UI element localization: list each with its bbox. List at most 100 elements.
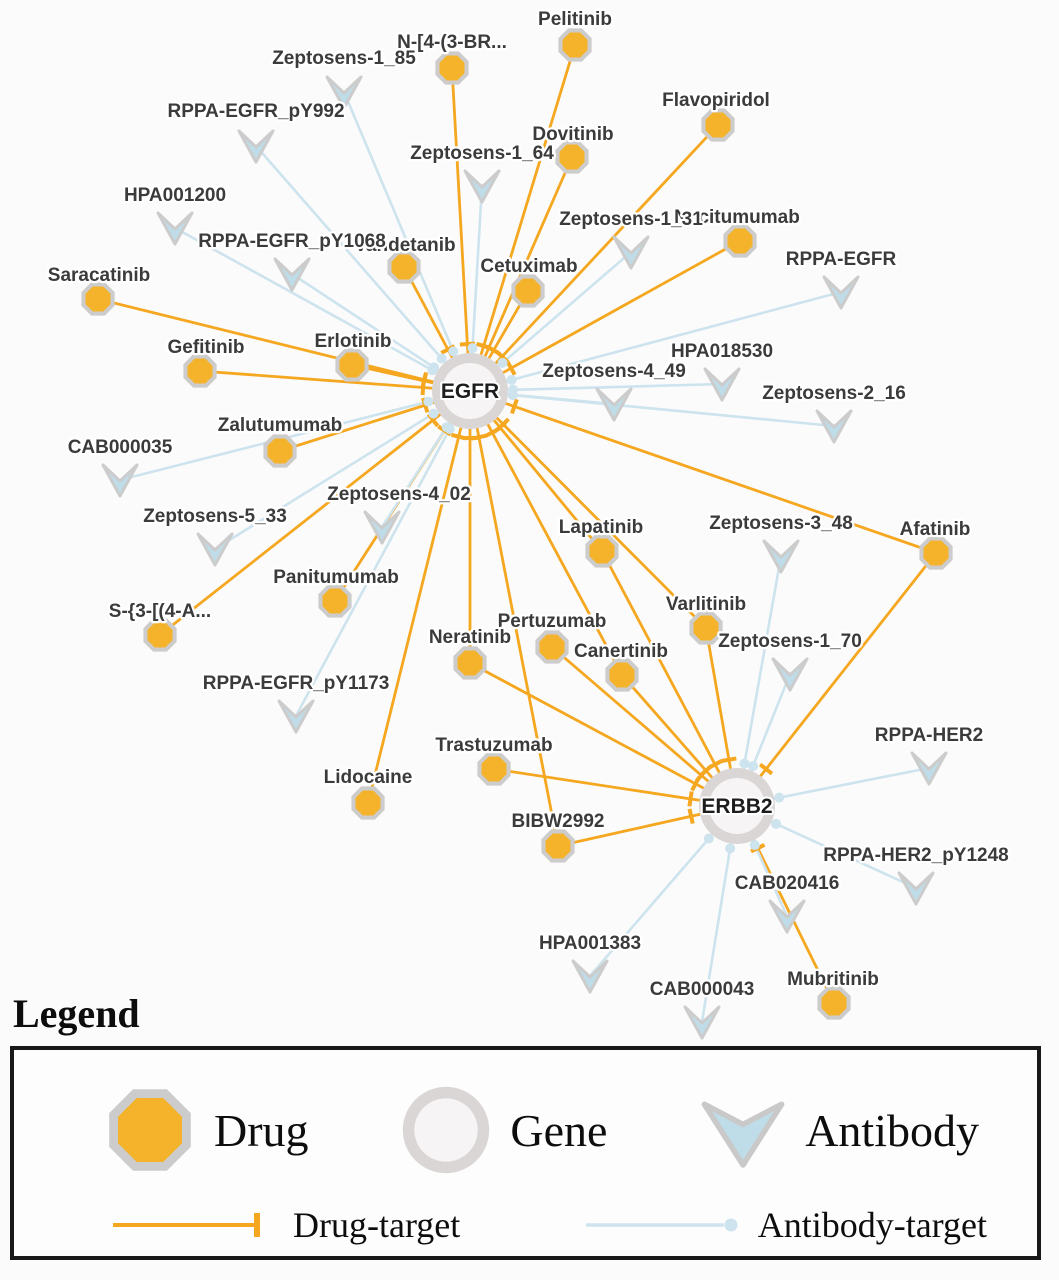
legend-label-drug-target: Drug-target xyxy=(293,1205,461,1245)
antibody-label-hpa001200: HPA001200 xyxy=(124,185,226,206)
drug-node-afatinib xyxy=(919,536,953,570)
legend-item-gene: Gene xyxy=(398,1082,607,1178)
drug-label-erlotinib: Erlotinib xyxy=(314,331,391,352)
antibody-dot-marker xyxy=(467,343,478,354)
gene-body xyxy=(709,778,765,834)
edge-rppa_egfr_py992-egfr xyxy=(255,145,471,392)
drug-label-necitumumab: Necitumumab xyxy=(674,207,800,228)
edge-rppa_egfr_py1173-egfr xyxy=(294,390,472,717)
drug-label-nbr: N-[4-(3-BR... xyxy=(397,32,507,53)
antibody-node-hpa001200 xyxy=(156,211,194,246)
antibody-label-z1_70: Zeptosens-1_70 xyxy=(718,631,862,652)
antibody-target-dot xyxy=(724,1218,738,1232)
antibody-label-z3_48: Zeptosens-3_48 xyxy=(709,513,853,534)
drug-node-gefitinib xyxy=(183,354,217,388)
edge-rppa_egfr-egfr xyxy=(469,290,842,393)
drug-label-lidocaine: Lidocaine xyxy=(324,767,413,788)
drug-body xyxy=(727,228,753,254)
drug-node-bibw2992 xyxy=(541,829,575,863)
legend-item-antibody-target: Antibody-target xyxy=(582,1204,987,1246)
drug-body xyxy=(391,254,417,280)
antibody-dot-marker xyxy=(428,408,439,419)
drug-icon-fill xyxy=(118,1098,182,1162)
antibody-chevron xyxy=(595,387,633,422)
drug-label-bibw2992: BIBW2992 xyxy=(512,811,605,832)
drug-node-lapatinib xyxy=(585,534,619,568)
drug-label-cetuximab: Cetuximab xyxy=(480,256,577,277)
antibody-chevron xyxy=(822,275,860,310)
edge-neratinib-erbb2 xyxy=(469,661,738,808)
drug-node-saracatinib xyxy=(81,282,115,316)
antibody-node-z3_48 xyxy=(762,539,800,574)
drug-label-trastuzumab: Trastuzumab xyxy=(435,735,552,756)
antibody-node-z1_64 xyxy=(463,169,501,204)
antibody-chevron xyxy=(156,211,194,246)
legend-item-drug-target: Drug-target xyxy=(109,1204,460,1246)
antibody-label-rppa_her2_py1248: RPPA-HER2_pY1248 xyxy=(823,845,1009,866)
antibody-dot-marker xyxy=(749,840,760,851)
antibody-chevron xyxy=(277,699,315,734)
antibody-node-rppa_her2 xyxy=(910,751,948,786)
edge-pertuzumab-erbb2 xyxy=(551,645,738,808)
edge-s34a-egfr xyxy=(159,389,471,637)
antibody-node-z2_16 xyxy=(815,409,853,444)
legend-title: Legend xyxy=(13,991,140,1036)
antibody-node-cab000043 xyxy=(683,1005,721,1040)
antibody-label-rppa_egfr_py992: RPPA-EGFR_pY992 xyxy=(167,101,344,122)
antibody-dot-marker xyxy=(771,818,782,829)
legend-label-drug: Drug xyxy=(214,1104,309,1156)
gene-node-egfr xyxy=(432,353,508,429)
antibody-chevron-icon xyxy=(701,1101,785,1168)
edge-afatinib-egfr xyxy=(469,389,937,555)
antibody-chevron xyxy=(101,463,139,498)
drug-tee-marker xyxy=(420,373,428,389)
drug-body xyxy=(589,538,615,564)
antibody-label-rppa_egfr_py1173: RPPA-EGFR_pY1173 xyxy=(203,673,390,694)
drug-label-mubritinib: Mubritinib xyxy=(787,969,879,990)
antibody-chevron xyxy=(571,959,609,994)
drug-node-pelitinib xyxy=(558,28,592,62)
drug-node-dovitinib xyxy=(555,140,589,174)
antibody-node-z1_31 xyxy=(612,235,650,270)
drug-node-canertinib xyxy=(605,658,639,692)
legend-edge-row: Drug-target Antibody-target xyxy=(109,1204,987,1246)
drug-body xyxy=(545,833,571,859)
drug-body xyxy=(539,634,565,660)
gene-label-erbb2: ERBB2 xyxy=(701,795,772,818)
label-layer: EGFRERBB2PelitinibN-[4-(3-BR...Flavopiri… xyxy=(46,7,1011,1003)
antibody-dot-marker xyxy=(725,843,736,854)
antibody-node-rppa_her2_py1248 xyxy=(897,871,935,906)
antibody-label-z4_49: Zeptosens-4_49 xyxy=(542,361,686,382)
drug-node-neratinib xyxy=(453,646,487,680)
antibody-label-cab000035: CAB000035 xyxy=(68,437,173,458)
antibody-chevron xyxy=(463,169,501,204)
drug-label-gefitinib: Gefitinib xyxy=(167,337,244,358)
edge-cab000035-egfr xyxy=(119,389,471,482)
edge-canertinib-egfr xyxy=(468,390,624,676)
drug-label-canertinib: Canertinib xyxy=(574,641,668,662)
drug-label-neratinib: Neratinib xyxy=(429,627,511,648)
antibody-label-cab020416: CAB020416 xyxy=(735,873,840,894)
drug-body xyxy=(481,756,507,782)
antibody-chevron xyxy=(196,532,234,567)
edge-saracatinib-egfr xyxy=(97,297,471,393)
gene-node-erbb2 xyxy=(699,768,775,844)
drug-label-lapatinib: Lapatinib xyxy=(559,517,643,538)
antibody-chevron xyxy=(897,871,935,906)
antibody-dot-marker xyxy=(444,423,455,434)
antibody-chevron xyxy=(363,510,401,545)
drug-body xyxy=(85,286,111,312)
drug-node-panitumumab xyxy=(318,584,352,618)
antibody-label-z1_31: Zeptosens-1_31 xyxy=(559,209,703,230)
drug-node-erlotinib xyxy=(335,348,369,382)
antibody-chevron xyxy=(683,1005,721,1040)
drug-label-varlitinib: Varlitinib xyxy=(666,594,746,615)
antibody-label-rppa_her2: RPPA-HER2 xyxy=(875,725,983,746)
drug-tee-marker xyxy=(484,427,500,438)
drug-body xyxy=(609,662,635,688)
antibody-dot-marker xyxy=(423,396,434,407)
drug-node-zalutumumab xyxy=(263,434,297,468)
antibody-label-cab000043: CAB000043 xyxy=(650,979,755,1000)
antibody-dot-marker xyxy=(448,346,459,357)
drug-target-edge-icon xyxy=(113,1213,260,1237)
